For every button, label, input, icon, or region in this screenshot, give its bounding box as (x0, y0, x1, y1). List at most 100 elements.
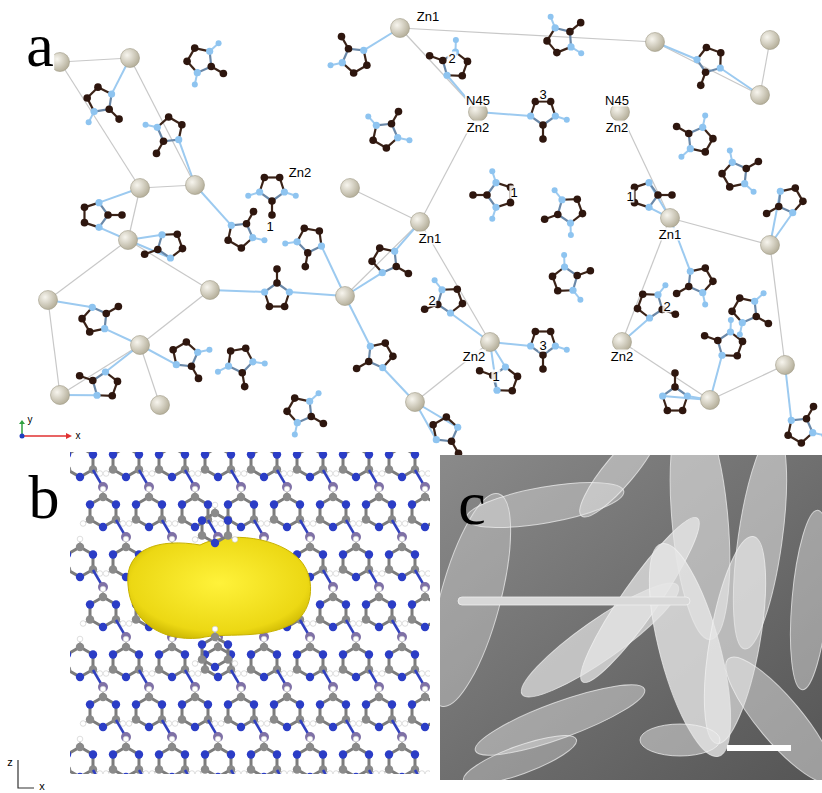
carbon-atom (198, 655, 206, 663)
carbon-atom (362, 715, 370, 723)
ring-bond (389, 647, 415, 677)
nitrogen-atom (247, 650, 255, 658)
hydrogen-atom (126, 521, 132, 527)
nitrogen-atom (702, 113, 708, 119)
carbon-atom (654, 191, 662, 199)
carbon-atom (183, 338, 191, 346)
nitrogen-atom (411, 650, 419, 658)
carbon-atom (671, 369, 679, 377)
nitrogen-atom (319, 550, 327, 558)
hydrogen-atom (353, 536, 359, 542)
zinc-atom (282, 482, 292, 492)
zn-n-bond (93, 770, 103, 774)
carbon-atom (701, 332, 709, 340)
carbon-atom (201, 665, 209, 673)
nitrogen-atom (270, 500, 278, 508)
nitrogen-atom (237, 723, 245, 731)
zinc-atom (144, 482, 154, 492)
hydrogen-atom (103, 671, 109, 677)
nitrogen-atom (362, 700, 370, 708)
hydrogen-atom (123, 736, 129, 742)
carbon-atom (458, 72, 466, 80)
nitrogen-atom (552, 342, 559, 349)
zn-zn-contact (48, 300, 60, 395)
hydrogen-atom (80, 621, 86, 627)
carbon-atom (566, 28, 574, 36)
hydrogen-atom (195, 771, 201, 774)
hydrogen-atom (281, 471, 287, 477)
carbon-atom (122, 643, 130, 651)
nitrogen-atom (702, 301, 708, 307)
carbon-atom (426, 52, 434, 60)
zinc-atom (213, 732, 223, 742)
hydrogen-atom (195, 471, 201, 477)
carbon-atom (168, 743, 176, 751)
nitrogen-atom (93, 392, 100, 399)
carbon-atom (443, 413, 451, 421)
carbon-atom (238, 244, 246, 252)
nitrogen-atom (306, 673, 314, 681)
zn-n-bond (277, 770, 287, 774)
zn-zn-contact (345, 222, 420, 296)
nitrogen-atom (659, 392, 666, 399)
ring-bond (90, 497, 116, 527)
nitrogen-atom (178, 500, 186, 508)
carbon-atom (549, 273, 557, 281)
hydrogen-atom (396, 721, 402, 727)
carbon-atom (702, 68, 710, 76)
zinc-atom (201, 281, 220, 300)
carbon-atom (247, 665, 255, 673)
ring-bond (320, 697, 346, 727)
nitrogen-atom (717, 64, 724, 71)
zinc-atom (374, 682, 384, 692)
carbon-atom (183, 58, 191, 66)
carbon-atom (429, 421, 437, 429)
carbon-atom (775, 203, 783, 211)
nitrogen-atom (406, 137, 412, 143)
nitrogen-atom (728, 317, 734, 323)
zinc-atom (236, 682, 246, 692)
nitrogen-atom (198, 640, 206, 648)
nitrogen-atom (89, 452, 97, 459)
nitrogen-atom (454, 424, 461, 431)
atom-label: Zn2 (288, 166, 312, 179)
carbon-atom (179, 245, 187, 253)
carbon-atom (220, 70, 228, 78)
carbon-atom (755, 158, 763, 166)
carbon-atom (160, 137, 168, 145)
nitrogen-atom (227, 452, 235, 459)
nitrogen-atom (318, 243, 325, 250)
carbon-atom (784, 431, 792, 439)
carbon-atom (368, 258, 376, 266)
nitrogen-atom (293, 452, 301, 459)
carbon-atom (673, 290, 681, 298)
ring-bond (159, 647, 185, 677)
carbon-atom (392, 263, 400, 271)
carbon-atom (352, 543, 360, 551)
nitrogen-atom (328, 62, 334, 68)
nitrogen-atom (365, 113, 371, 119)
scale-bar (727, 745, 791, 751)
zn-zn-contact (670, 218, 770, 245)
hydrogen-atom (172, 521, 178, 527)
nitrogen-atom (352, 773, 360, 774)
hydrogen-atom (419, 771, 425, 774)
carbon-atom (86, 615, 94, 623)
nitrogen-atom (249, 358, 256, 365)
hydrogen-atom (310, 721, 316, 727)
carbon-atom (132, 615, 140, 623)
carbon-atom (155, 465, 163, 473)
carbon-atom (717, 49, 725, 57)
hydrogen-atom (97, 771, 103, 774)
hydrogen-atom (149, 771, 155, 774)
carbon-atom (362, 615, 370, 623)
hydrogen-atom (212, 521, 218, 527)
carbon-atom (224, 531, 232, 539)
zn-n-bond (231, 770, 241, 774)
carbon-atom (94, 83, 102, 91)
hydrogen-atom (100, 686, 106, 692)
nitrogen-atom (306, 773, 314, 774)
nitrogen-atom (260, 673, 268, 681)
hydrogen-atom (77, 636, 83, 642)
nitrogen-atom (567, 219, 574, 226)
